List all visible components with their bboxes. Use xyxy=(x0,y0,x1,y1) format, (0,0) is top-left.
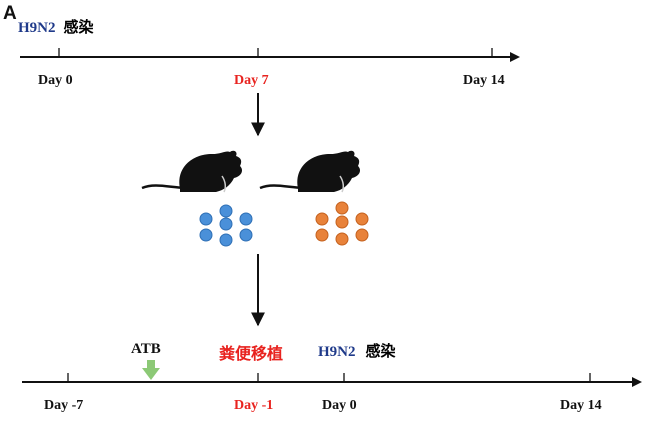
donor-microbiota-dots xyxy=(200,205,252,246)
recipient-microbiota-dots xyxy=(316,202,368,245)
top-timeline-arrowhead xyxy=(510,52,520,62)
green-arrow-icon xyxy=(142,360,160,380)
bottom-virus-label: H9N2 xyxy=(318,344,356,360)
atb-label: ATB xyxy=(131,341,161,358)
mouse-icon xyxy=(142,151,242,192)
mouse-icon xyxy=(260,151,360,192)
bottom-infection-label: H9N2 感染 xyxy=(318,340,396,361)
bottom-day-label-minus-1: Day -1 xyxy=(234,398,273,414)
bottom-timeline xyxy=(22,373,642,387)
bottom-day-label-minus-7: Day -7 xyxy=(44,398,83,414)
bottom-day-label-0: Day 0 xyxy=(322,398,357,414)
bottom-infection-event: 感染 xyxy=(366,342,396,360)
bottom-day-label-14: Day 14 xyxy=(560,398,602,414)
bottom-timeline-arrowhead xyxy=(632,377,642,387)
top-timeline xyxy=(20,48,520,62)
top-day-label-0: Day 0 xyxy=(38,73,73,89)
top-day-label-14: Day 14 xyxy=(463,73,505,89)
fmt-label: 粪便移植 xyxy=(219,340,283,364)
top-day-label-7: Day 7 xyxy=(234,73,269,89)
